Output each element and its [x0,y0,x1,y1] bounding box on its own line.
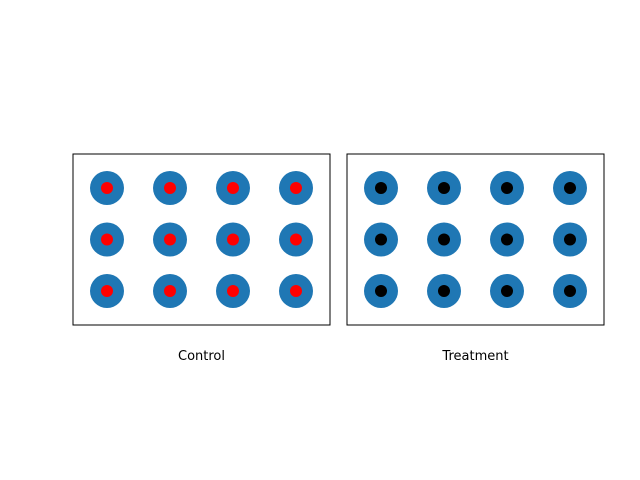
treatment-inner-marker-2 [438,182,450,194]
treatment-inner-marker-9 [375,285,387,297]
treatment-inner-marker-7 [501,233,513,246]
control-axes-frame [72,153,331,326]
control-inner-marker-8 [290,233,302,246]
control-inner-marker-3 [227,182,239,194]
control-inner-marker-9 [101,285,113,297]
control-inner-marker-10 [164,285,176,297]
treatment-inner-marker-5 [375,233,387,246]
treatment-inner-marker-1 [375,182,387,194]
control-label: Control [178,349,225,364]
control-inner-marker-12 [290,285,302,297]
control-inner-marker-1 [101,182,113,194]
treatment-inner-marker-3 [501,182,513,194]
control-inner-marker-4 [290,182,302,194]
treatment-inner-marker-10 [438,285,450,297]
treatment-label: Treatment [441,349,508,364]
control-markers [90,171,313,308]
treatment-axes-frame [346,153,605,326]
control-inner-marker-7 [227,233,239,246]
control-inner-marker-5 [101,233,113,246]
treatment-inner-marker-4 [564,182,576,194]
control-inner-marker-2 [164,182,176,194]
control-panel: Control [72,153,331,364]
control-inner-marker-11 [227,285,239,297]
treatment-inner-marker-12 [564,285,576,297]
treatment-panel: Treatment [346,153,605,364]
control-inner-marker-6 [164,233,176,246]
treatment-inner-marker-8 [564,233,576,246]
treatment-inner-marker-11 [501,285,513,297]
treatment-inner-marker-6 [438,233,450,246]
treatment-markers [364,171,587,308]
